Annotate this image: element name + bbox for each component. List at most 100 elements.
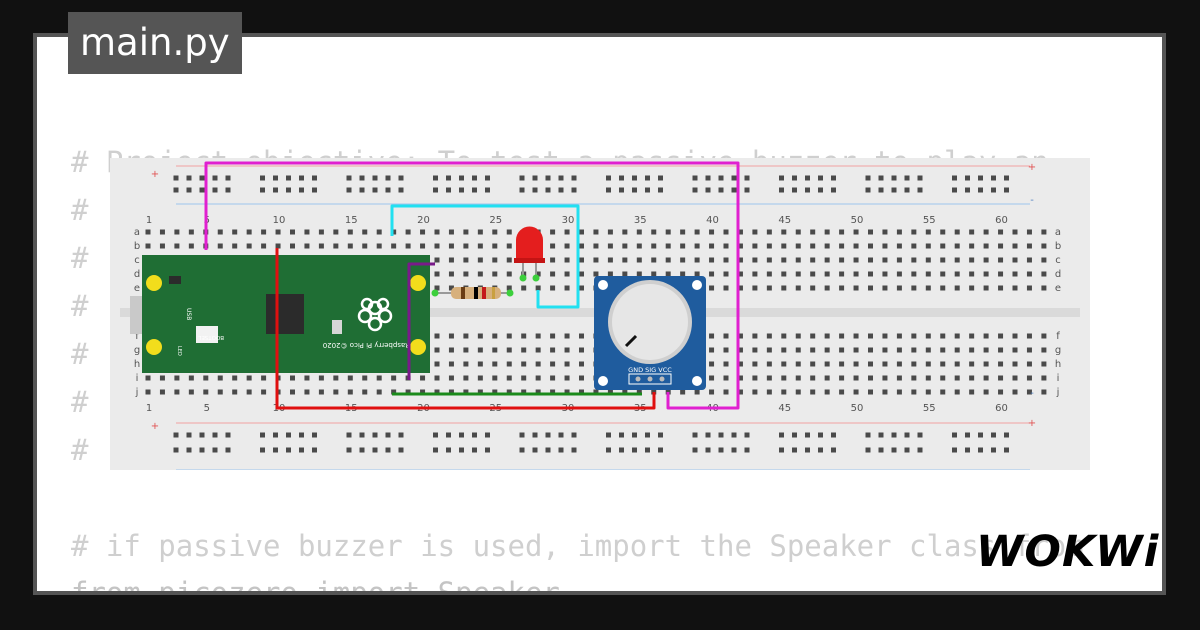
- breadboard-hole[interactable]: [925, 229, 931, 235]
- breadboard-hole[interactable]: [347, 375, 353, 381]
- breadboard-hole[interactable]: [810, 243, 816, 249]
- breadboard-hole[interactable]: [969, 243, 975, 249]
- breadboard-hole[interactable]: [795, 271, 801, 277]
- breadboard-hole[interactable]: [420, 243, 426, 249]
- rail-hole[interactable]: [212, 432, 218, 438]
- breadboard-hole[interactable]: [492, 389, 498, 395]
- rail-hole[interactable]: [299, 447, 304, 453]
- rail-hole[interactable]: [433, 175, 438, 181]
- breadboard-hole[interactable]: [824, 257, 830, 263]
- breadboard-hole[interactable]: [290, 389, 295, 395]
- rail-hole[interactable]: [286, 447, 291, 453]
- rail-hole[interactable]: [186, 187, 192, 193]
- rail-hole[interactable]: [818, 187, 823, 193]
- rail-hole[interactable]: [385, 175, 391, 181]
- breadboard-hole[interactable]: [492, 243, 498, 249]
- breadboard-hole[interactable]: [550, 257, 556, 263]
- rail-hole[interactable]: [346, 175, 352, 181]
- breadboard-hole[interactable]: [940, 285, 946, 291]
- rail-hole[interactable]: [545, 432, 551, 438]
- rail-hole[interactable]: [904, 432, 910, 438]
- breadboard-hole[interactable]: [420, 229, 426, 235]
- breadboard-hole[interactable]: [954, 347, 960, 353]
- breadboard-hole[interactable]: [709, 389, 715, 395]
- rail-hole[interactable]: [459, 432, 464, 438]
- breadboard-hole[interactable]: [709, 271, 715, 277]
- breadboard-hole[interactable]: [477, 375, 483, 381]
- breadboard-hole[interactable]: [290, 243, 295, 249]
- rail-hole[interactable]: [991, 175, 996, 181]
- breadboard-hole[interactable]: [954, 285, 960, 291]
- rail-hole[interactable]: [398, 187, 404, 193]
- breadboard-hole[interactable]: [607, 229, 613, 235]
- breadboard-hole[interactable]: [781, 229, 787, 235]
- breadboard-hole[interactable]: [723, 375, 729, 381]
- breadboard-hole[interactable]: [333, 243, 339, 249]
- breadboard-hole[interactable]: [665, 243, 671, 249]
- rail-hole[interactable]: [446, 432, 451, 438]
- breadboard-hole[interactable]: [781, 333, 787, 339]
- breadboard-hole[interactable]: [159, 229, 165, 235]
- rail-hole[interactable]: [359, 175, 365, 181]
- breadboard-hole[interactable]: [998, 285, 1004, 291]
- rail-hole[interactable]: [571, 432, 577, 438]
- breadboard-hole[interactable]: [622, 229, 628, 235]
- breadboard-hole[interactable]: [737, 375, 743, 381]
- rail-hole[interactable]: [991, 432, 996, 438]
- breadboard-hole[interactable]: [261, 389, 267, 395]
- breadboard-hole[interactable]: [781, 347, 787, 353]
- breadboard-hole[interactable]: [824, 243, 830, 249]
- rail-hole[interactable]: [978, 175, 983, 181]
- breadboard-hole[interactable]: [868, 375, 873, 381]
- rail-hole[interactable]: [398, 447, 404, 453]
- breadboard-hole[interactable]: [463, 389, 469, 395]
- breadboard-hole[interactable]: [969, 257, 975, 263]
- rail-hole[interactable]: [545, 175, 551, 181]
- breadboard-hole[interactable]: [737, 333, 743, 339]
- breadboard-hole[interactable]: [1026, 375, 1032, 381]
- breadboard-hole[interactable]: [723, 347, 729, 353]
- rail-hole[interactable]: [658, 432, 663, 438]
- breadboard-hole[interactable]: [391, 389, 397, 395]
- breadboard-hole[interactable]: [564, 271, 570, 277]
- breadboard-hole[interactable]: [752, 361, 758, 367]
- breadboard-hole[interactable]: [911, 389, 917, 395]
- breadboard-hole[interactable]: [550, 389, 556, 395]
- breadboard-hole[interactable]: [448, 333, 454, 339]
- red-wire[interactable]: [275, 248, 656, 410]
- breadboard-hole[interactable]: [896, 257, 902, 263]
- rail-hole[interactable]: [606, 432, 611, 438]
- rail-hole[interactable]: [805, 432, 810, 438]
- breadboard-hole[interactable]: [463, 361, 469, 367]
- breadboard-hole[interactable]: [810, 229, 816, 235]
- breadboard-hole[interactable]: [463, 333, 469, 339]
- breadboard-hole[interactable]: [810, 375, 816, 381]
- rail-hole[interactable]: [472, 447, 477, 453]
- breadboard-hole[interactable]: [347, 243, 353, 249]
- breadboard-hole[interactable]: [304, 243, 310, 249]
- breadboard-hole[interactable]: [448, 375, 454, 381]
- rail-hole[interactable]: [433, 447, 438, 453]
- breadboard-hole[interactable]: [824, 347, 830, 353]
- rail-hole[interactable]: [619, 187, 624, 193]
- breadboard-hole[interactable]: [318, 375, 324, 381]
- breadboard-hole[interactable]: [940, 361, 946, 367]
- breadboard-hole[interactable]: [824, 271, 830, 277]
- breadboard-hole[interactable]: [766, 229, 772, 235]
- breadboard-hole[interactable]: [261, 229, 267, 235]
- rail-hole[interactable]: [372, 447, 378, 453]
- breadboard-hole[interactable]: [607, 257, 613, 263]
- breadboard-hole[interactable]: [752, 257, 758, 263]
- breadboard-hole[interactable]: [839, 257, 845, 263]
- breadboard-hole[interactable]: [593, 243, 599, 249]
- breadboard-hole[interactable]: [159, 375, 165, 381]
- breadboard-hole[interactable]: [579, 243, 584, 249]
- breadboard-hole[interactable]: [882, 229, 888, 235]
- rail-hole[interactable]: [571, 175, 577, 181]
- rail-hole[interactable]: [199, 187, 205, 193]
- rail-hole[interactable]: [346, 432, 352, 438]
- breadboard-hole[interactable]: [448, 257, 454, 263]
- breadboard-hole[interactable]: [998, 271, 1004, 277]
- breadboard-hole[interactable]: [477, 229, 483, 235]
- breadboard-hole[interactable]: [781, 243, 787, 249]
